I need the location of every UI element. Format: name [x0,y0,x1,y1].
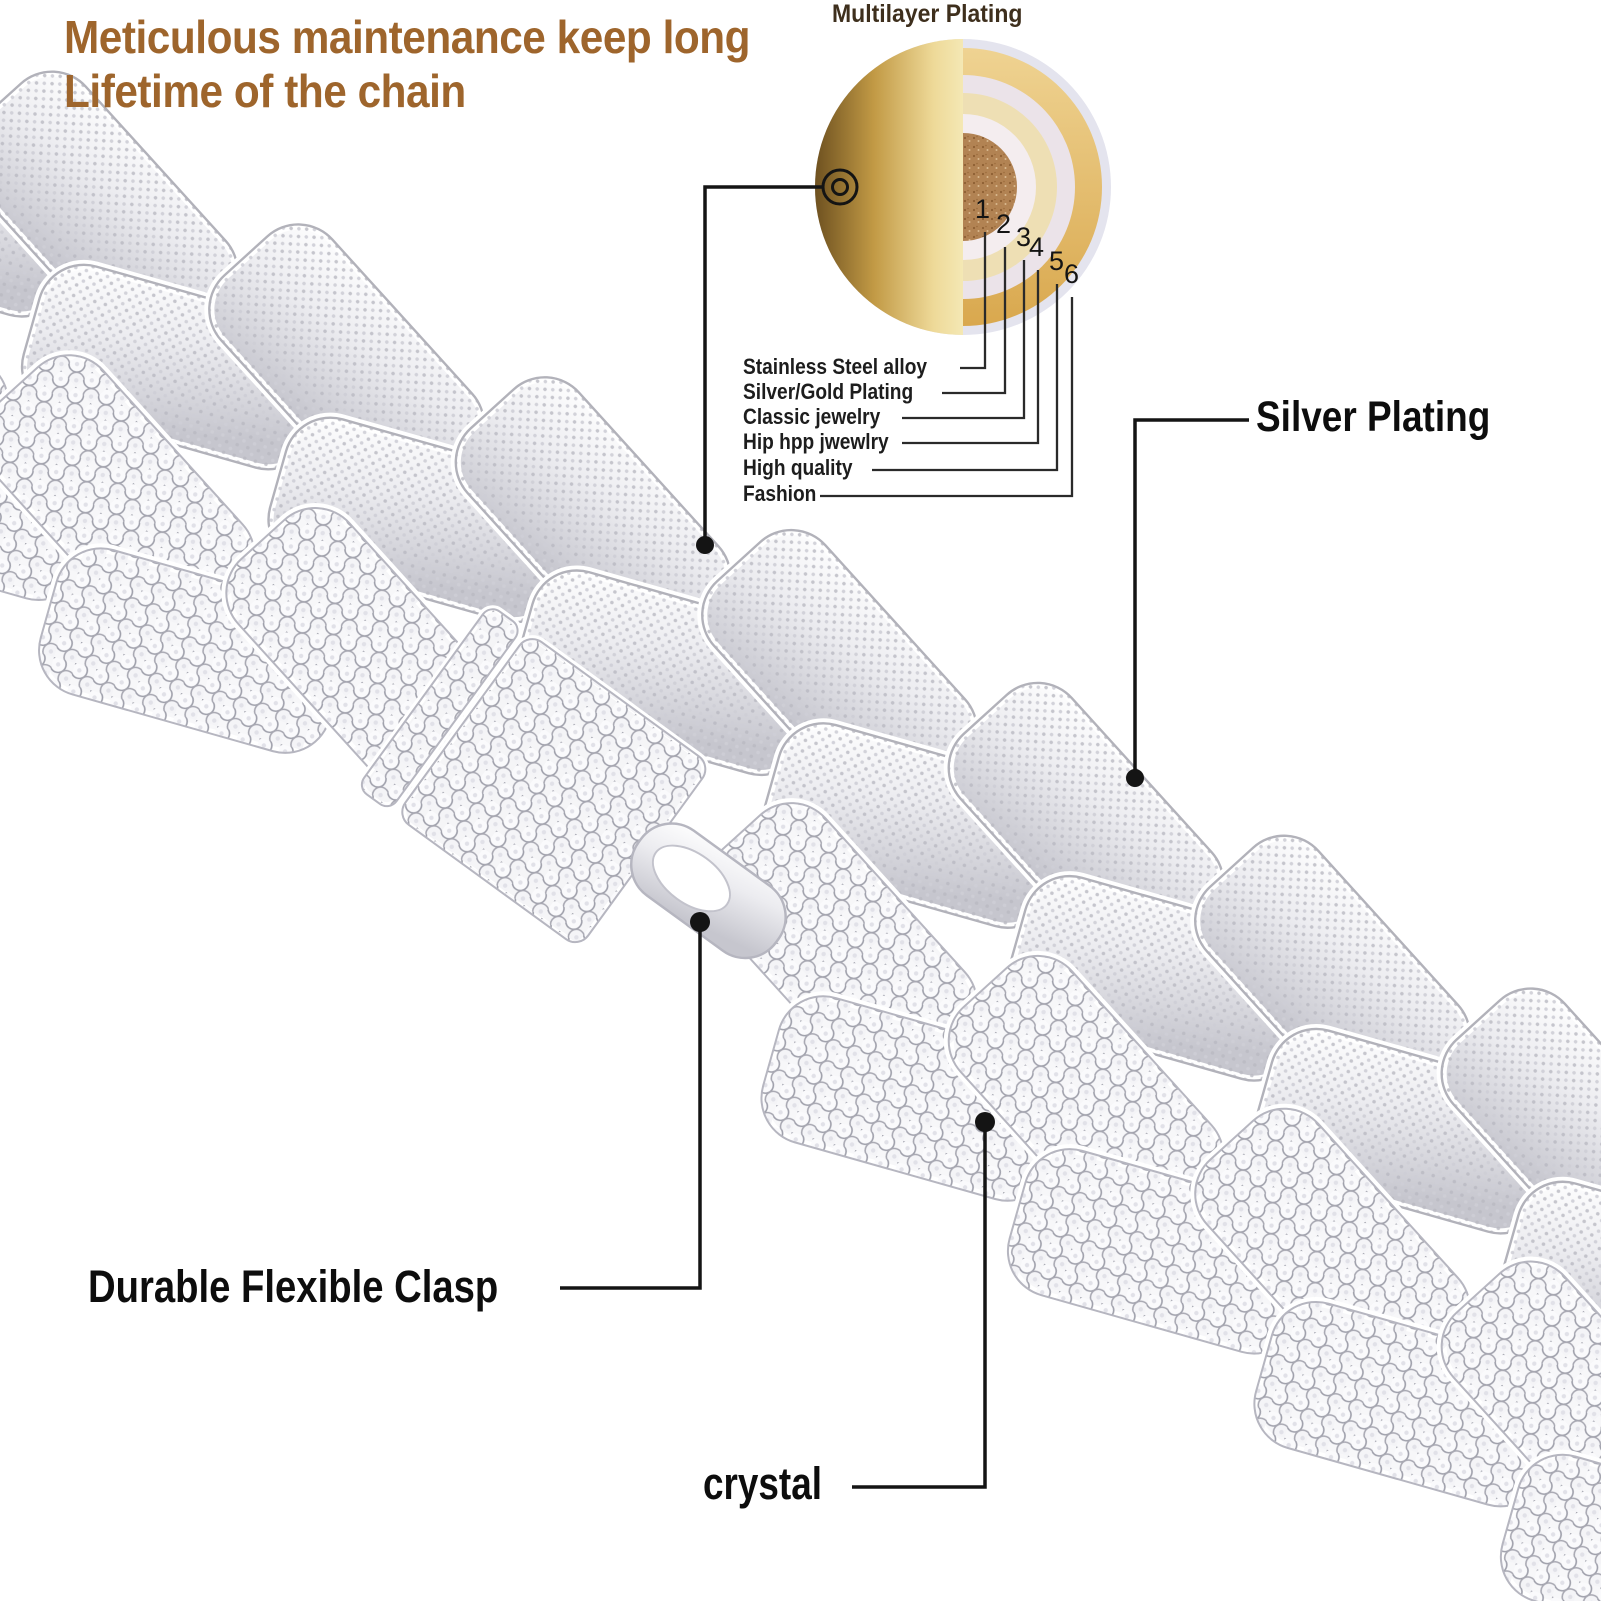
crystal-chain-right [697,798,1601,1601]
layer-label-hiphop: Hip hpp jwewlry [743,429,889,454]
silver-plating-label: Silver Plating [1256,393,1491,441]
leader-line-3 [902,260,1026,420]
plating-diagram-title: Multilayer Plating [832,0,1023,28]
callout-dot-silver-plating [1126,769,1144,787]
callout-line-silver-plating [1133,418,1249,772]
silver-chain [0,70,1601,1388]
callout-line-target [703,185,823,540]
leader-line-2 [942,247,1007,395]
layer-label-quality: High quality [743,455,853,480]
callout-dots [690,536,1144,1132]
page-title: Meticulous maintenance keep long Lifetim… [64,10,810,118]
clasp-tongue [629,822,787,960]
layer-number-1: 1 [975,194,991,224]
crystal-label: crystal [703,1458,822,1509]
page-title-line1: Meticulous maintenance keep long [64,11,751,63]
clasp-label: Durable Flexible Clasp [88,1261,499,1312]
layer-number-5: 5 [1049,246,1065,276]
callout-dot-clasp [690,912,710,932]
layer-leader-lines [820,232,1074,498]
gold-half [815,39,963,335]
layer-number-2: 2 [996,209,1012,239]
page-title-line2: Lifetime of the chain [64,65,466,117]
layer-label-classic: Classic jewelry [743,404,881,429]
callout-dot-crystal [975,1112,995,1132]
layer-number-4: 4 [1029,232,1045,262]
leader-line-5 [872,284,1059,472]
callout-line-clasp [560,928,702,1290]
leader-line-6 [820,297,1074,498]
callout-lines [560,185,1249,1489]
plating-diagram [815,39,1111,335]
leader-line-1 [960,232,987,370]
layer-label-fashion: Fashion [743,481,817,506]
layer-number-3: 3 [1016,222,1032,252]
layer-number-6: 6 [1064,259,1080,289]
callout-line-crystal [852,1128,987,1489]
leader-line-4 [902,270,1040,445]
layer-label-plating: Silver/Gold Plating [743,379,914,404]
callout-dot-target [696,536,714,554]
layer-label-stainless: Stainless Steel alloy [743,354,928,379]
clasp-box [357,605,710,947]
